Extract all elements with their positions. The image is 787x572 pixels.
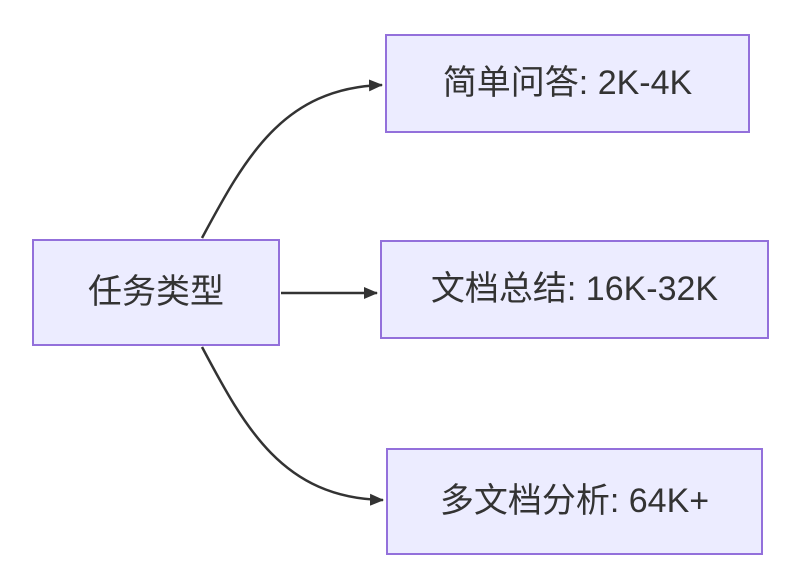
node-doc-summary: 文档总结: 16K-32K bbox=[380, 240, 769, 339]
edge-task-type-to-multi-doc bbox=[200, 346, 384, 506]
node-multi-doc: 多文档分析: 64K+ bbox=[386, 448, 763, 555]
node-simple-qa: 简单问答: 2K-4K bbox=[385, 34, 750, 133]
node-multi-doc-label: 多文档分析: 64K+ bbox=[439, 482, 710, 521]
node-simple-qa-label: 简单问答: 2K-4K bbox=[442, 64, 693, 103]
node-task-type-label: 任务类型 bbox=[88, 273, 224, 312]
node-task-type: 任务类型 bbox=[32, 239, 280, 346]
edge-task-type-to-simple-qa bbox=[200, 79, 383, 239]
node-doc-summary-label: 文档总结: 16K-32K bbox=[430, 270, 719, 309]
